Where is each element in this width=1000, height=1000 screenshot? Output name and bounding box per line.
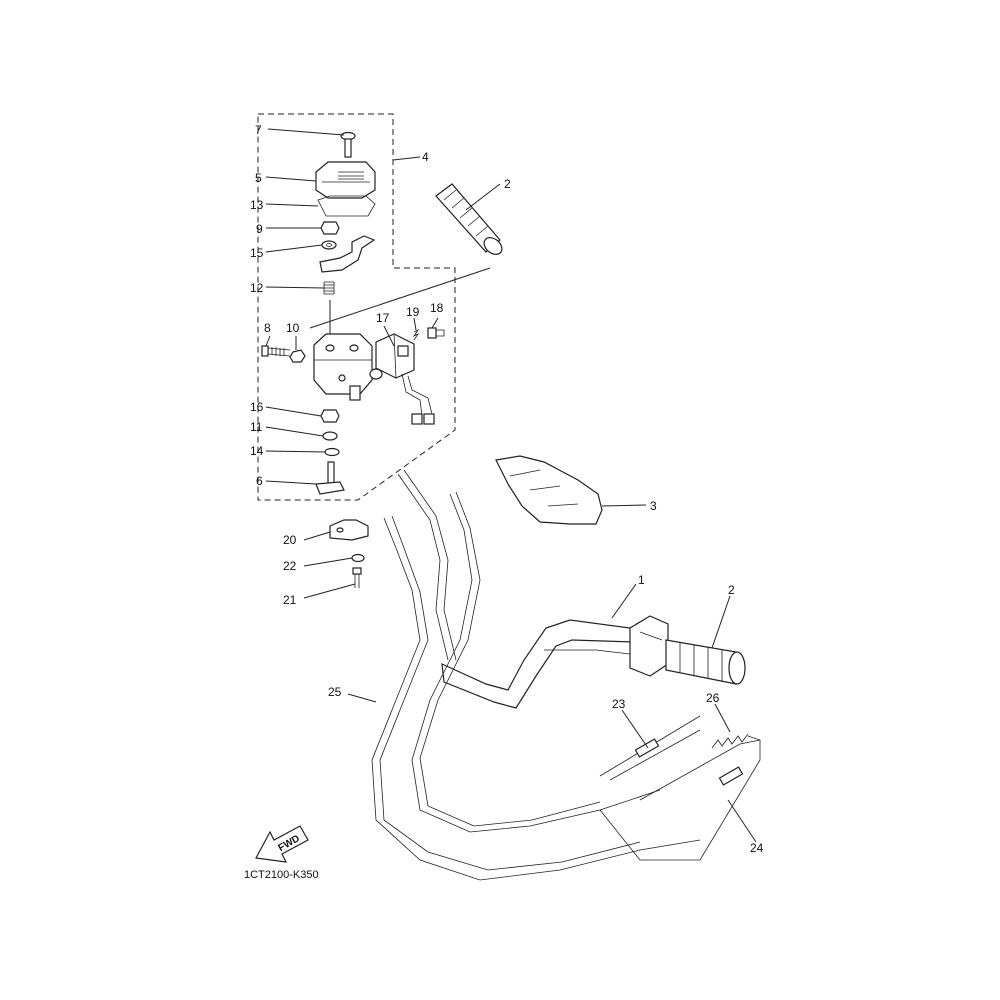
callout-9: 9 [256,222,263,236]
nut-10 [289,349,306,363]
screw-7 [340,131,356,158]
lever-6 [315,461,345,495]
callout-8: 8 [264,321,271,335]
spring-12 [323,281,335,295]
spring-19 [412,328,420,341]
callout-23: 23 [612,697,626,711]
callout-6: 6 [256,474,263,488]
cover-5 [315,161,376,199]
callout-13: 13 [250,198,264,212]
callout-2-upper: 2 [504,177,511,191]
assembly-boundary [257,113,456,501]
callout-7: 7 [255,123,262,137]
callout-11: 11 [250,420,263,434]
callout-22: 22 [283,559,297,573]
callout-25: 25 [328,685,342,699]
callout-19: 19 [406,305,420,319]
nut-9 [320,221,340,235]
screw-18 [427,327,445,339]
callout-20: 20 [283,533,297,547]
fwd-arrow: FWD [255,825,309,863]
callout-17: 17 [376,311,390,325]
handlebar-1 [441,619,635,709]
callout-labels: 7 5 13 9 15 12 8 10 17 19 18 4 2 16 11 1… [250,123,764,855]
grip-2-upper [435,183,503,255]
callout-1: 1 [638,573,645,587]
gasket-13 [317,195,376,217]
lever-plate [319,235,376,273]
spring-26 [711,733,749,749]
cable-24 [639,739,761,801]
callout-21: 21 [283,593,297,607]
callout-2-lower: 2 [728,583,735,597]
nut-16 [320,409,340,423]
callout-18: 18 [430,301,444,315]
washer-15 [321,240,337,250]
throttle-body [629,615,669,677]
callout-10: 10 [286,321,300,335]
callout-3: 3 [650,499,657,513]
washer-11 [322,431,338,441]
callout-15: 15 [250,246,264,260]
bolt-21 [352,567,362,588]
callout-14: 14 [250,444,264,458]
cable-23 [599,715,701,781]
leader-lines [265,128,757,843]
cable-routing [371,469,761,881]
callout-24: 24 [750,841,764,855]
throttle-housing [313,333,383,401]
callout-4: 4 [422,150,429,164]
callout-5: 5 [255,171,262,185]
washer-14 [324,447,340,457]
callout-12: 12 [250,281,264,295]
callout-16: 16 [250,400,264,414]
clamp-20 [329,519,369,541]
handlebar-pad-3 [495,455,603,525]
switch-17 [375,333,435,425]
bolt-8 [261,345,291,357]
callout-26: 26 [706,691,720,705]
washer-22 [351,553,365,563]
grip-2-lower [665,639,746,685]
diagram-code: 1CT2100-K350 [244,869,319,881]
